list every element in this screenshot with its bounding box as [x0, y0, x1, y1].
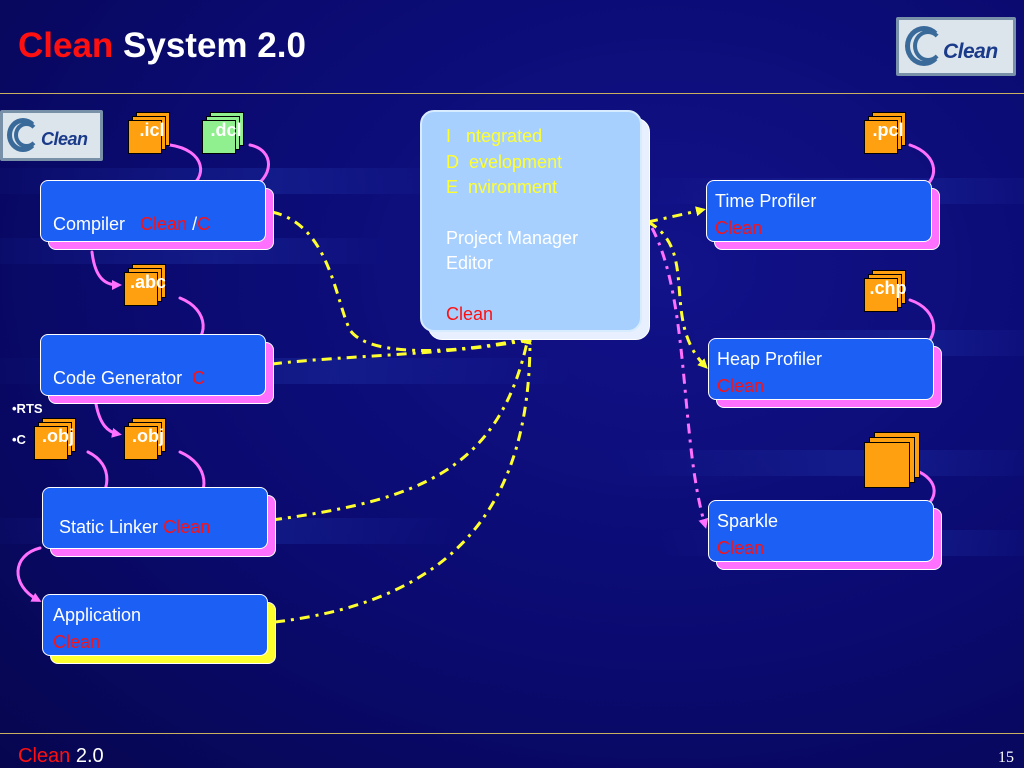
file-chp-icon: .chp	[864, 270, 907, 312]
sparkle-box[interactable]: Sparkle Clean	[708, 500, 942, 570]
footer-title: Clean 2.0	[18, 745, 104, 768]
logo-word: Clean	[41, 129, 88, 149]
file-abc-label: .abc	[129, 272, 167, 292]
time-profiler-label: Time Profiler	[715, 191, 817, 211]
link-ide-sparkle	[650, 227, 709, 529]
compiler-lang-c: C	[197, 214, 211, 234]
file-pcl-label: .pcl	[872, 120, 904, 140]
flow-codegen-obj	[94, 402, 122, 438]
background-streak	[600, 450, 1024, 476]
code-generator-box[interactable]: Code Generator C	[40, 334, 274, 404]
code-generator-label: Code Generator	[53, 368, 183, 388]
heap-profiler-label: Heap Profiler	[717, 349, 823, 369]
static-linker-box[interactable]: Static Linker Clean	[42, 487, 276, 557]
link-application-ide	[274, 339, 532, 624]
compiler-sep: /	[187, 214, 198, 234]
title-rest: System 2.0	[113, 26, 306, 65]
compiler-label: Compiler	[53, 214, 126, 234]
ide-project-manager: Project Manager	[446, 227, 579, 248]
sparkle-label: Sparkle	[717, 511, 779, 531]
file-icl-label: .icl	[139, 120, 165, 140]
logo-word: Clean	[943, 40, 998, 63]
flow-compiler-abc	[90, 250, 122, 290]
logo-c-icon	[905, 26, 943, 66]
logo-c-icon	[7, 118, 39, 152]
time-profiler-box[interactable]: Time Profiler Clean	[706, 180, 940, 250]
time-profiler-lang: Clean	[715, 218, 763, 238]
footer-clean: Clean	[18, 745, 71, 767]
application-box[interactable]: Application Clean	[42, 594, 276, 664]
sparkle-lang: Clean	[717, 538, 765, 558]
link-compiler-ide	[271, 210, 529, 352]
top-divider	[0, 93, 1024, 94]
ide-editor: Editor	[446, 253, 494, 273]
page-title: Clean System 2.0	[18, 26, 306, 66]
file-abc-icon: .abc	[124, 264, 166, 306]
ide-clean: Clean	[446, 303, 494, 324]
footer-version: 2.0	[70, 745, 104, 767]
file-dcl-label: .dcl	[210, 120, 242, 140]
link-linker-ide	[271, 334, 532, 522]
bottom-divider	[0, 733, 1024, 734]
heap-profiler-box[interactable]: Heap Profiler Clean	[708, 338, 942, 408]
file-dcl-icon: .dcl	[202, 112, 244, 154]
lib-c: •C	[12, 432, 26, 447]
ide-line-development: D evelopment	[446, 151, 563, 172]
logo-c-icon	[14, 122, 39, 148]
title-clean: Clean	[18, 26, 114, 65]
flow-linker-application	[16, 546, 42, 602]
application-lang: Clean	[53, 632, 101, 652]
file-obj-icon: .obj	[124, 418, 166, 460]
file-obj-icon: .obj	[34, 418, 76, 460]
logo-c-icon	[913, 30, 943, 62]
file-obj2-label: .obj	[132, 426, 164, 446]
file-chp-label: .chp	[869, 278, 907, 298]
file-obj1-label: .obj	[42, 426, 74, 446]
file-icl-icon: .icl	[128, 112, 170, 154]
link-ide-heapprofiler	[647, 220, 708, 369]
ide-line-environment: E nvironment	[446, 177, 558, 197]
link-codegen-ide	[271, 338, 529, 366]
clean-logo-top-right: Clean	[896, 17, 1016, 76]
link-ide-timeprofiler	[647, 206, 706, 224]
clean-logo-left: Clean	[0, 110, 103, 161]
code-generator-lang: C	[192, 368, 206, 388]
heap-profiler-lang: Clean	[717, 376, 765, 396]
file-pcl-icon: .pcl	[864, 112, 906, 154]
compiler-lang-clean: Clean	[140, 214, 188, 234]
static-linker-lang: Clean	[163, 517, 211, 537]
ide-box[interactable]: I ntegrated D evelopment E nvironment Pr…	[420, 110, 650, 340]
static-linker-label: Static Linker	[59, 517, 159, 537]
application-label: Application	[53, 605, 142, 625]
compiler-box[interactable]: Compiler Clean /C	[40, 180, 274, 250]
lib-rts: •RTS	[12, 401, 43, 416]
file-sparkle-icon	[864, 432, 920, 488]
ide-line-integrated: I ntegrated	[446, 126, 543, 146]
page-number: 15	[998, 749, 1014, 766]
